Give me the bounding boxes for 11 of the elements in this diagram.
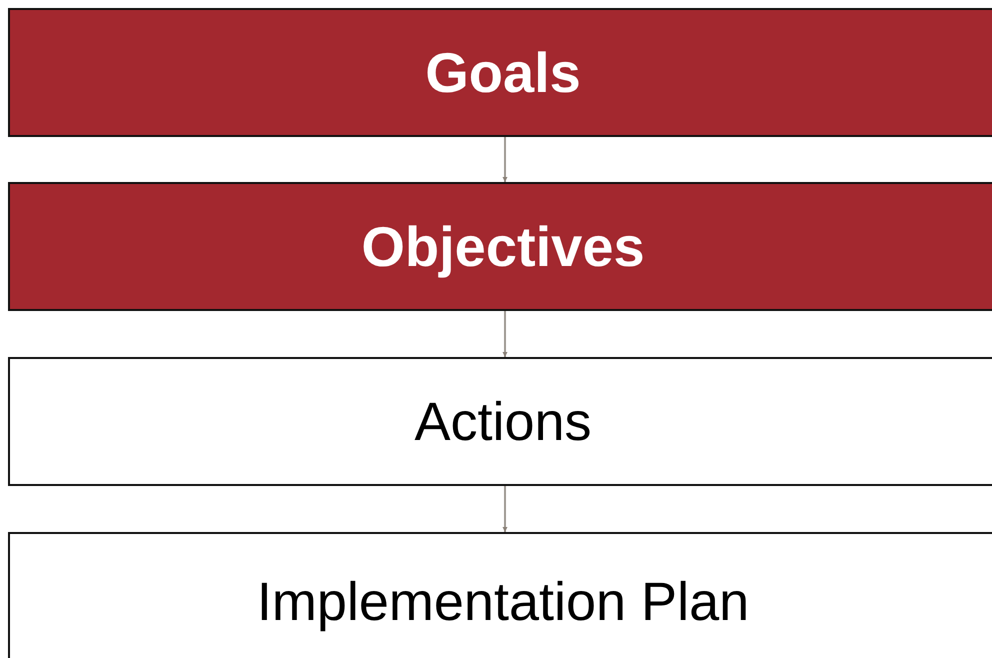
arrow (502, 137, 508, 182)
process-box (8, 182, 992, 311)
box-label: Objectives (361, 214, 645, 279)
arrow (502, 311, 508, 357)
box-label: Goals (425, 40, 581, 105)
process-box (8, 8, 992, 137)
process-box (8, 532, 992, 658)
arrow (502, 486, 508, 532)
process-box (8, 357, 992, 486)
box-label: Implementation Plan (256, 571, 750, 633)
box-label: Actions (414, 390, 592, 452)
